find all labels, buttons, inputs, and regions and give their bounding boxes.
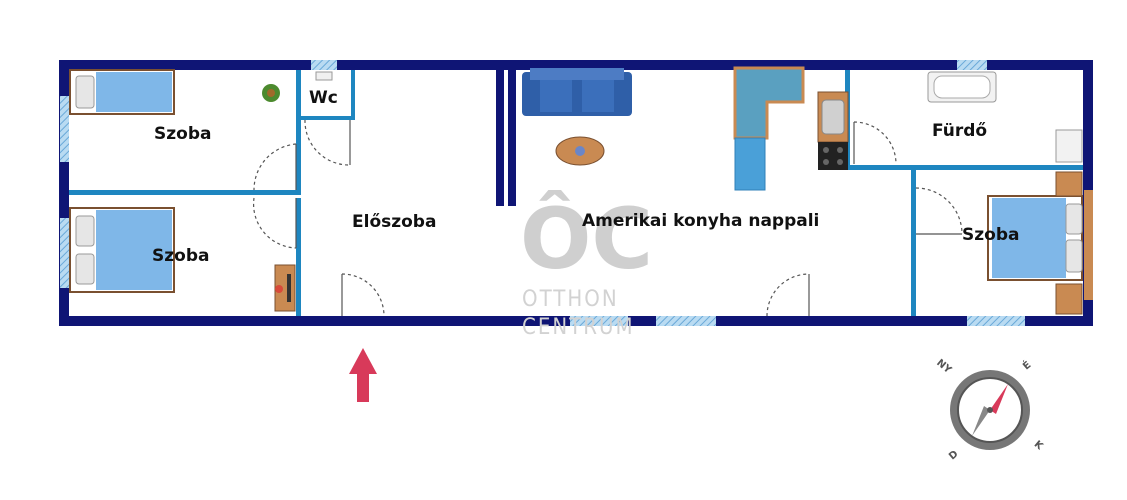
compass-icon: NY É K D (934, 358, 1045, 463)
watermark-logo: ÔC (520, 190, 653, 288)
coffee-table (555, 136, 605, 166)
bathtub (927, 71, 997, 103)
toilet-icon (315, 71, 333, 81)
windows (60, 60, 1093, 326)
bed-top (69, 69, 175, 115)
shower (1055, 129, 1083, 163)
room-label-wc: Wc (309, 88, 338, 108)
room-label-bedroom-bottom: Szoba (152, 246, 209, 266)
watermark-line2: CENTRUM (522, 315, 635, 340)
compass-se-label: K (1032, 439, 1046, 453)
bed-right (987, 171, 1083, 315)
room-label-bedroom-right: Szoba (962, 225, 1019, 245)
doors (252, 119, 963, 317)
room-label-bathroom: Fürdő (932, 121, 987, 141)
bed-bottom (69, 207, 175, 293)
room-label-hall: Előszoba (352, 212, 436, 232)
compass-nw-label: NY (934, 358, 954, 377)
watermark-line1: OTTHON (522, 287, 619, 312)
plant-icon (262, 84, 280, 102)
desk (274, 264, 296, 312)
room-label-bedroom-top: Szoba (154, 124, 211, 144)
kitchen-counter (733, 66, 849, 191)
entrance-arrow-icon (349, 348, 377, 402)
watermark: ÔC OTTHON CENTRUM (520, 190, 653, 340)
sofa (522, 68, 632, 116)
room-label-living: Amerikai konyha nappali (582, 211, 819, 231)
compass-sw-label: D (947, 449, 960, 463)
compass-ne-label: É (1020, 358, 1034, 372)
